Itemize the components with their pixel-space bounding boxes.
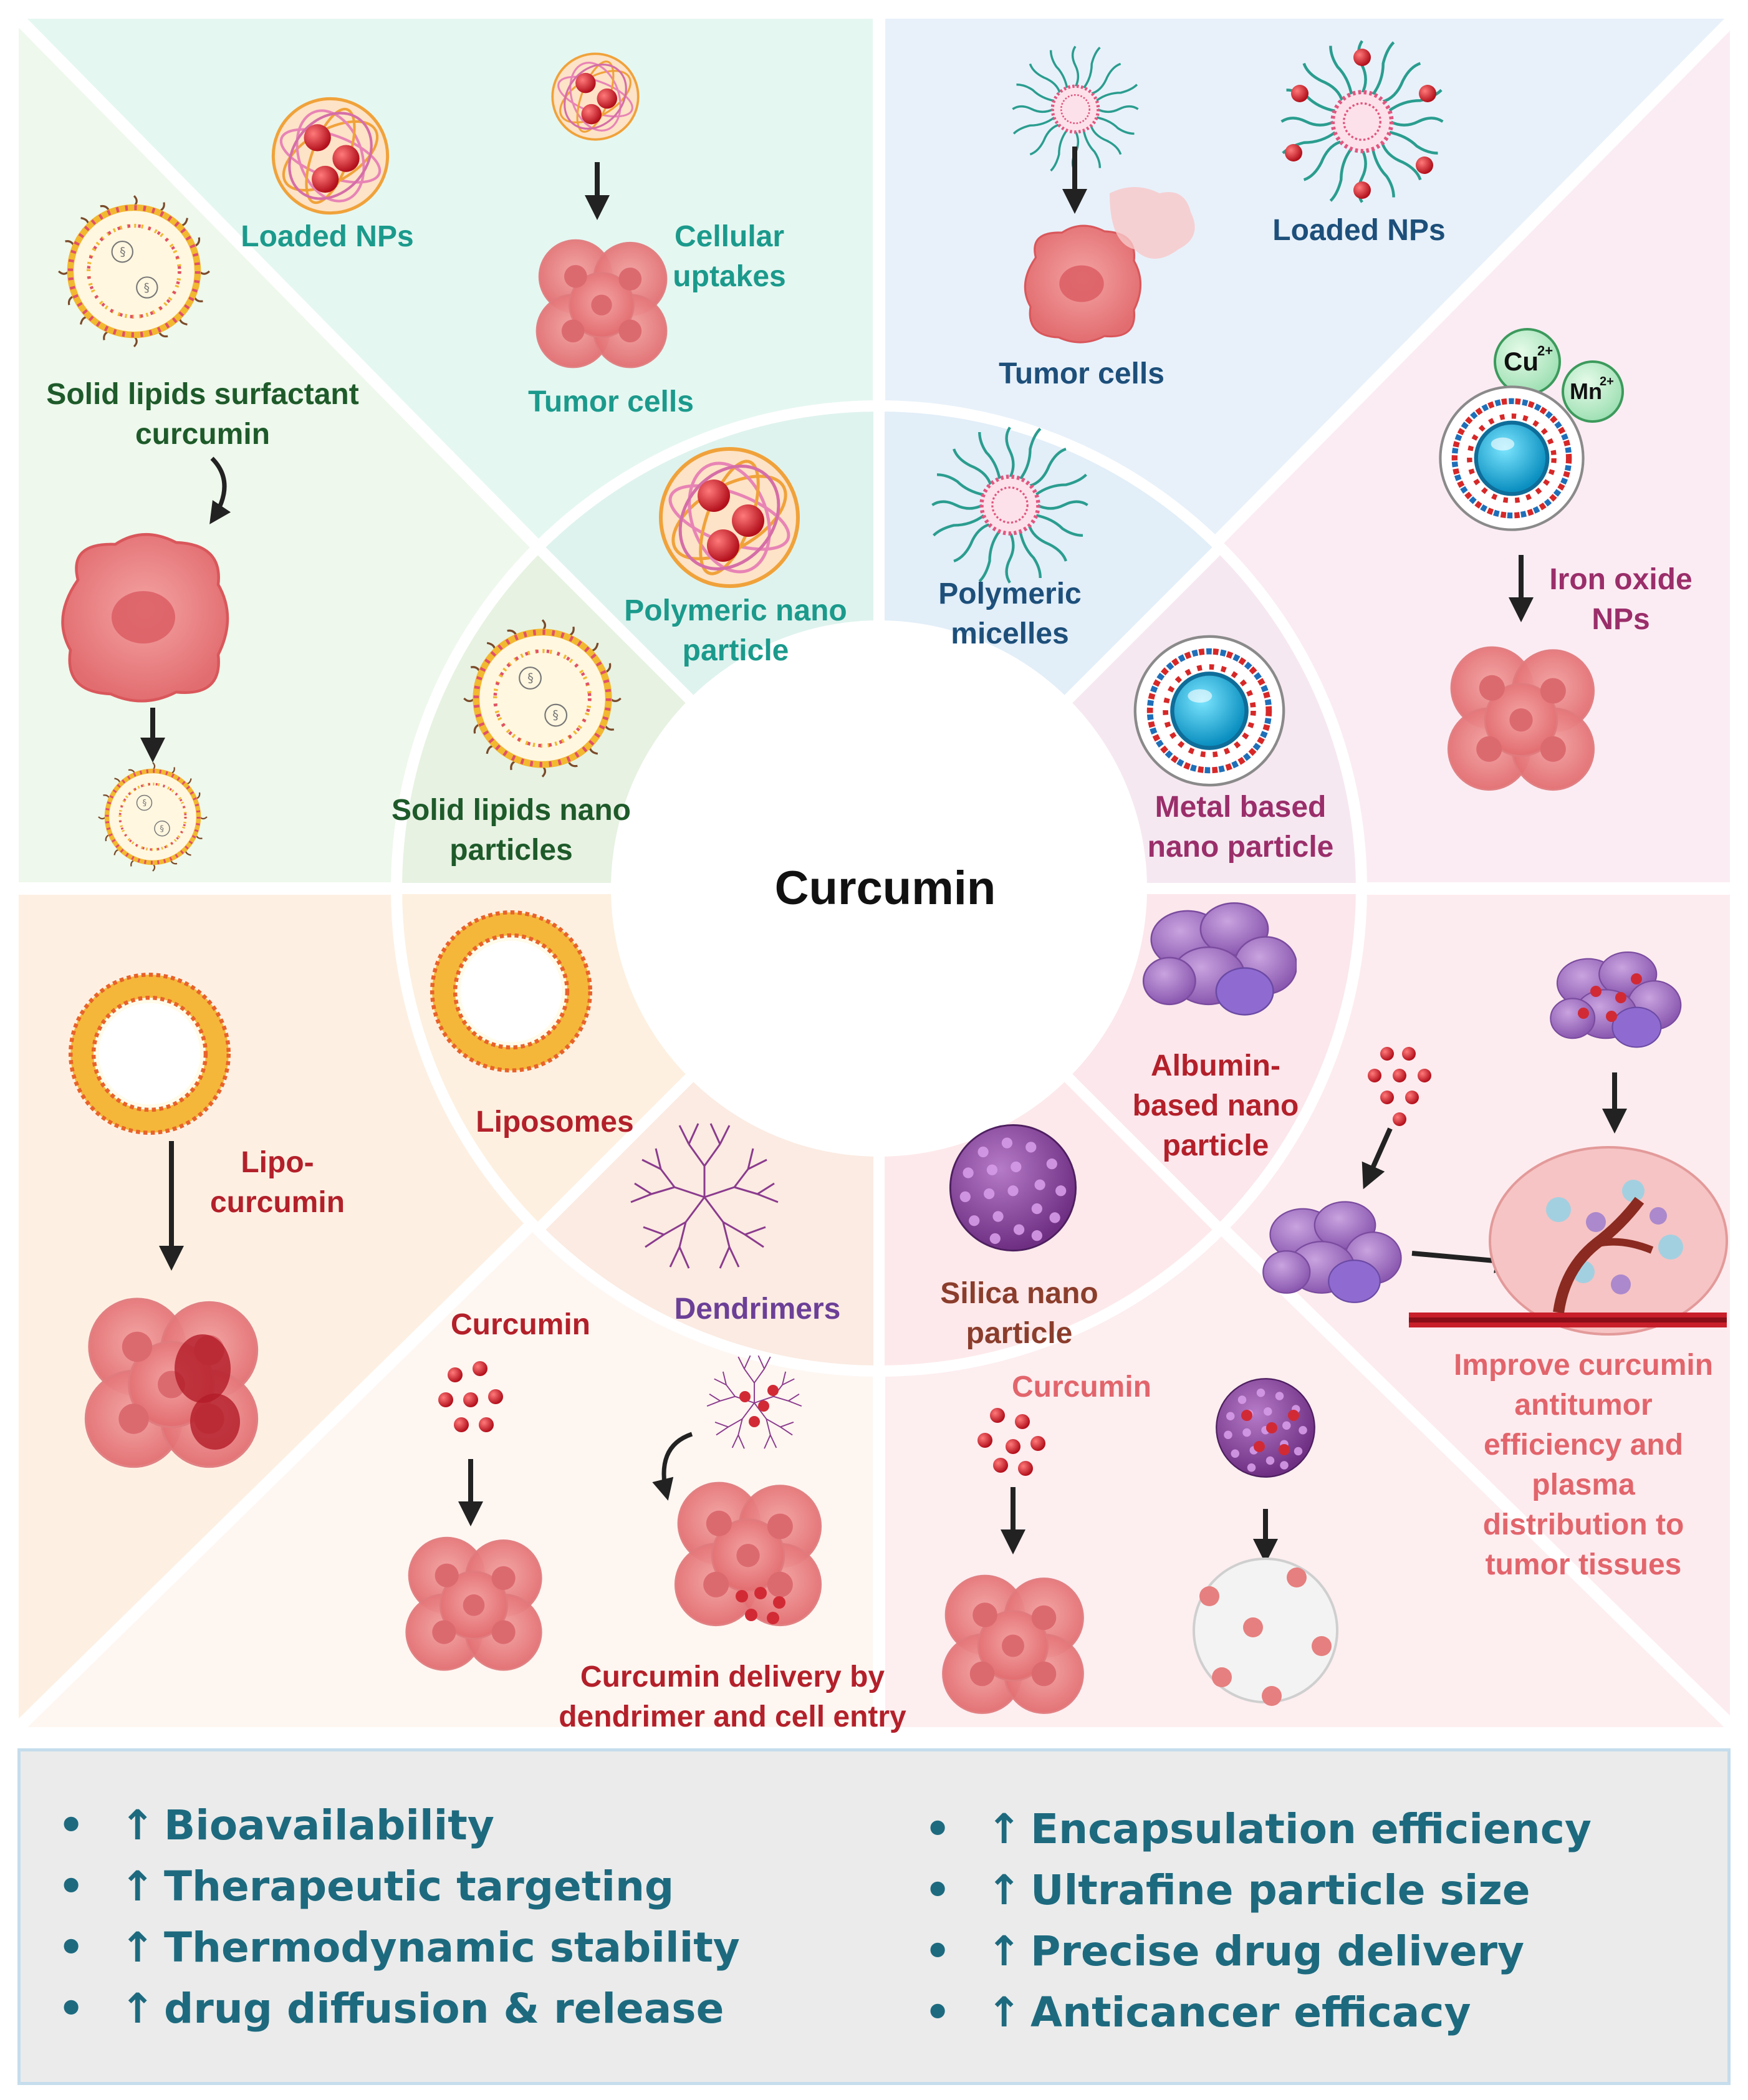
loaded-silica-icon bbox=[1216, 1378, 1315, 1478]
bullet-icon: • bbox=[58, 1801, 85, 1849]
benefit-item: •↑Therapeutic targeting bbox=[39, 1856, 740, 1917]
slsc-np-icon bbox=[59, 196, 209, 347]
metal-tumor-cells-icon bbox=[1447, 646, 1595, 791]
silica-nanoparticle-icon bbox=[949, 1124, 1077, 1252]
curcumin-dots-silica bbox=[977, 1408, 1045, 1476]
ring-label-dendrimers: Dendrimers bbox=[675, 1293, 841, 1326]
bullet-icon: • bbox=[924, 1927, 951, 1975]
bullet-icon: • bbox=[924, 1988, 951, 2036]
up-arrow-icon: ↑ bbox=[120, 1924, 155, 1972]
slsc-small-np-icon bbox=[98, 763, 207, 871]
benefit-item: •↑Thermodynamic stability bbox=[39, 1917, 740, 1978]
benefits-box: •↑Bioavailability •↑Therapeutic targetin… bbox=[17, 1748, 1731, 2085]
up-arrow-icon: ↑ bbox=[120, 1985, 155, 2033]
label-loaded-nps-b: Loaded NPs bbox=[1272, 214, 1445, 247]
svg-text:2+: 2+ bbox=[1600, 375, 1614, 388]
silica-tumor-cells-icon bbox=[942, 1574, 1084, 1714]
polymeric-nanoparticle-icon bbox=[660, 446, 799, 589]
benefit-item: •↑Bioavailability bbox=[39, 1795, 740, 1856]
bullet-icon: • bbox=[58, 1985, 85, 2033]
ring-label-liposomes: Liposomes bbox=[476, 1105, 633, 1139]
label-lipo-curcumin: Lipo-curcumin bbox=[210, 1146, 345, 1219]
curcumin-dots-dendrimer bbox=[438, 1361, 503, 1432]
dendrimer-tumor-cells-b bbox=[674, 1481, 822, 1627]
iron-oxide-np-icon bbox=[1440, 387, 1583, 529]
up-arrow-icon: ↑ bbox=[120, 1862, 155, 1910]
up-arrow-icon: ↑ bbox=[987, 1988, 1022, 2036]
benefit-item: •↑drug diffusion & release bbox=[39, 1978, 740, 2040]
polymeric-micelle-icon bbox=[932, 427, 1087, 582]
solid-lipid-cell-icon bbox=[63, 534, 228, 701]
membrane-blebs bbox=[1110, 187, 1195, 259]
dendrimer-tumor-cells-a bbox=[405, 1536, 542, 1671]
panel-silica: Curcumin bbox=[942, 1370, 1338, 1714]
up-arrow-icon: ↑ bbox=[120, 1801, 155, 1849]
svg-text:Cu: Cu bbox=[1504, 347, 1539, 376]
np-uptake-icon bbox=[550, 51, 640, 143]
diagram-canvas: § § bbox=[19, 19, 1730, 1733]
label-curcumin-silica: Curcumin bbox=[1012, 1370, 1151, 1404]
benefit-item: •↑Anticancer efficacy bbox=[906, 1982, 1592, 2043]
svg-text:Mn: Mn bbox=[1570, 378, 1602, 404]
label-loaded-nps: Loaded NPs bbox=[241, 220, 413, 253]
up-arrow-icon: ↑ bbox=[987, 1866, 1022, 1914]
bullet-icon: • bbox=[924, 1866, 951, 1914]
tumor-cells-icon bbox=[535, 239, 668, 368]
center-title: Curcumin bbox=[775, 862, 996, 915]
mn-ion-icon bbox=[1562, 360, 1624, 423]
up-arrow-icon: ↑ bbox=[987, 1805, 1022, 1853]
label-tumor-cells-a: Tumor cells bbox=[528, 385, 694, 418]
center-disc bbox=[611, 620, 1147, 1157]
lipo-curcumin-icon bbox=[70, 975, 229, 1133]
label-tumor-cells-b: Tumor cells bbox=[999, 357, 1165, 390]
liposome-icon bbox=[432, 912, 590, 1071]
benefit-item: •↑Ultrafine particle size bbox=[906, 1860, 1592, 1921]
up-arrow-icon: ↑ bbox=[987, 1927, 1022, 1975]
tumor-cell-icon bbox=[1024, 224, 1142, 344]
bullet-icon: • bbox=[58, 1862, 85, 1910]
bullet-icon: • bbox=[58, 1924, 85, 1972]
benefit-item: •↑Precise drug delivery bbox=[906, 1921, 1592, 1982]
loaded-np-icon bbox=[272, 97, 388, 215]
curcumin-dots bbox=[1368, 1047, 1431, 1126]
benefit-item: •↑Encapsulation efficiency bbox=[906, 1799, 1592, 1860]
benefits-left-list: •↑Bioavailability •↑Therapeutic targetin… bbox=[39, 1795, 740, 2040]
blood-vessel-tumor-icon bbox=[1409, 1146, 1728, 1336]
metal-nanoparticle-icon bbox=[1135, 637, 1284, 785]
bullet-icon: • bbox=[924, 1805, 951, 1853]
solid-lipid-nanoparticle-icon bbox=[464, 620, 620, 776]
panel-micelles: Tumor cells Loaded NPs bbox=[999, 41, 1446, 390]
label-curcumin-dendrimer: Curcumin bbox=[451, 1308, 590, 1341]
svg-text:2+: 2+ bbox=[1537, 343, 1553, 359]
benefits-right-list: •↑Encapsulation efficiency •↑Ultrafine p… bbox=[906, 1799, 1592, 2043]
panel-liposome: Lipo-curcumin bbox=[70, 975, 345, 1468]
